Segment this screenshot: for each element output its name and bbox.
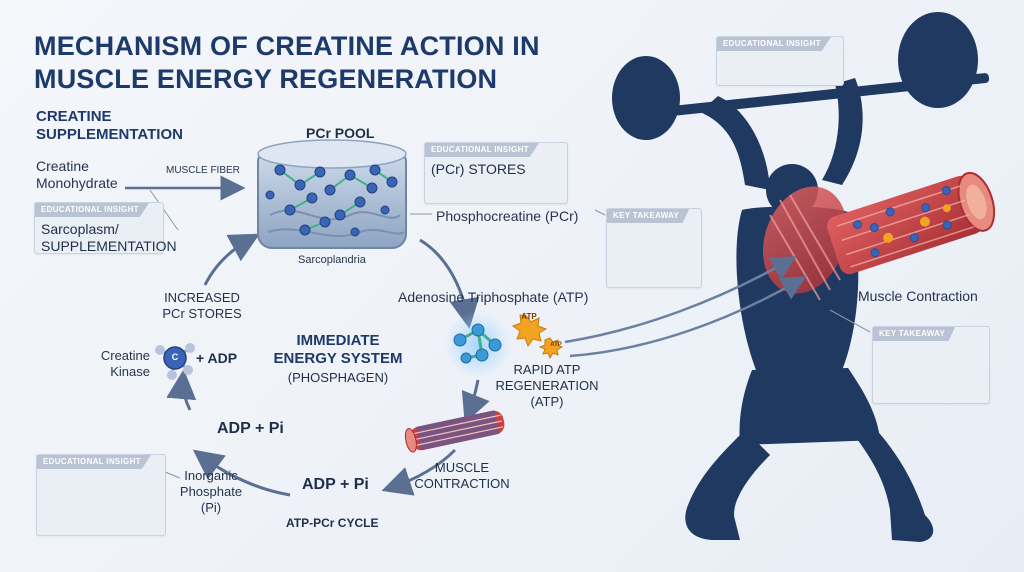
creatine-supplementation-heading: CREATINE SUPPLEMENTATION — [36, 108, 183, 143]
muscle-fiber-cylinder — [827, 171, 996, 275]
adp-pi-bottom-label: ADP + Pi — [302, 476, 369, 493]
atp-full-label: Adenosine Triphosphate (ATP) — [398, 289, 589, 305]
page-title: MECHANISM OF CREATINE ACTION IN MUSCLE E… — [34, 31, 540, 94]
atp-badge-small: ATP — [550, 342, 562, 348]
phosphocreatine-label: Phosphocreatine (PCr) — [436, 208, 579, 224]
creatine-kinase-molecule — [155, 343, 195, 380]
muscle-contraction-bottom-label: MUSCLE CONTRACTION — [414, 460, 510, 491]
cycle-arrows — [125, 175, 490, 497]
kinase-letter: C — [171, 352, 179, 362]
atp-pcr-cycle-label: ATP-PCr CYCLE — [286, 516, 379, 530]
rapid-atp-sub-label: (ATP) — [530, 394, 564, 409]
muscle-contraction-right-label: Muscle Contraction — [858, 288, 978, 304]
atp-burst-large — [511, 314, 548, 348]
card-bottom-left: EDUCATIONAL INSIGHT — [36, 454, 166, 536]
increased-pcr-stores-label: INCREASED PCr STORES — [162, 290, 242, 321]
muscle-fiber-label: MUSCLE FIBER — [166, 165, 240, 176]
creatine-kinase-label: Creatine Kinase — [100, 348, 150, 379]
card-pcr-stores-text: (PCr) STORES — [431, 161, 526, 177]
pcr-pool-label: PCr POOL — [306, 125, 375, 141]
card-pcr-stores: EDUCATIONAL INSIGHT (PCr) STORES — [424, 142, 568, 204]
card-key-takeaway-right: KEY TAKEAWAY — [872, 326, 990, 404]
atp-to-muscle-arrows — [564, 256, 807, 358]
atp-molecule — [444, 311, 512, 379]
sarcoplandria-label: Sarcoplandria — [298, 254, 366, 266]
inorganic-phosphate-label: Inorganic Phosphate (Pi) — [179, 468, 243, 515]
card-key-takeaway-right-tag: KEY TAKEAWAY — [873, 327, 956, 341]
adp-pi-left-label: ADP + Pi — [217, 420, 284, 437]
card-key-takeaway-mid: KEY TAKEAWAY — [606, 208, 702, 288]
creatine-monohydrate-label: Creatine Monohydrate — [36, 158, 118, 191]
rapid-atp-regeneration-label: RAPID ATP REGENERATION — [495, 362, 599, 393]
card-bottom-left-tag: EDUCATIONAL INSIGHT — [37, 455, 151, 469]
atp-burst-small — [538, 337, 564, 360]
atp-badge-large: ATP — [521, 312, 537, 321]
card-sarcoplasm-text: Sarcoplasm/ SUPPLEMENTATION — [41, 221, 177, 254]
card-top-right-tag: EDUCATIONAL INSIGHT — [717, 37, 831, 51]
card-sarcoplasm: EDUCATIONAL INSIGHT Sarcoplasm/ SUPPLEME… — [34, 202, 177, 254]
card-pcr-stores-tag: EDUCATIONAL INSIGHT — [425, 143, 539, 157]
card-key-takeaway-mid-tag: KEY TAKEAWAY — [607, 209, 690, 223]
card-sarcoplasm-tag: EDUCATIONAL INSIGHT — [35, 203, 149, 217]
phosphagen-label: (PHOSPHAGEN) — [287, 370, 389, 385]
plus-adp-label: + ADP — [196, 350, 238, 366]
card-top-right: EDUCATIONAL INSIGHT — [716, 36, 844, 86]
immediate-energy-system-label: IMMEDIATE ENERGY SYSTEM — [273, 332, 403, 367]
contraction-fiber — [404, 410, 505, 453]
